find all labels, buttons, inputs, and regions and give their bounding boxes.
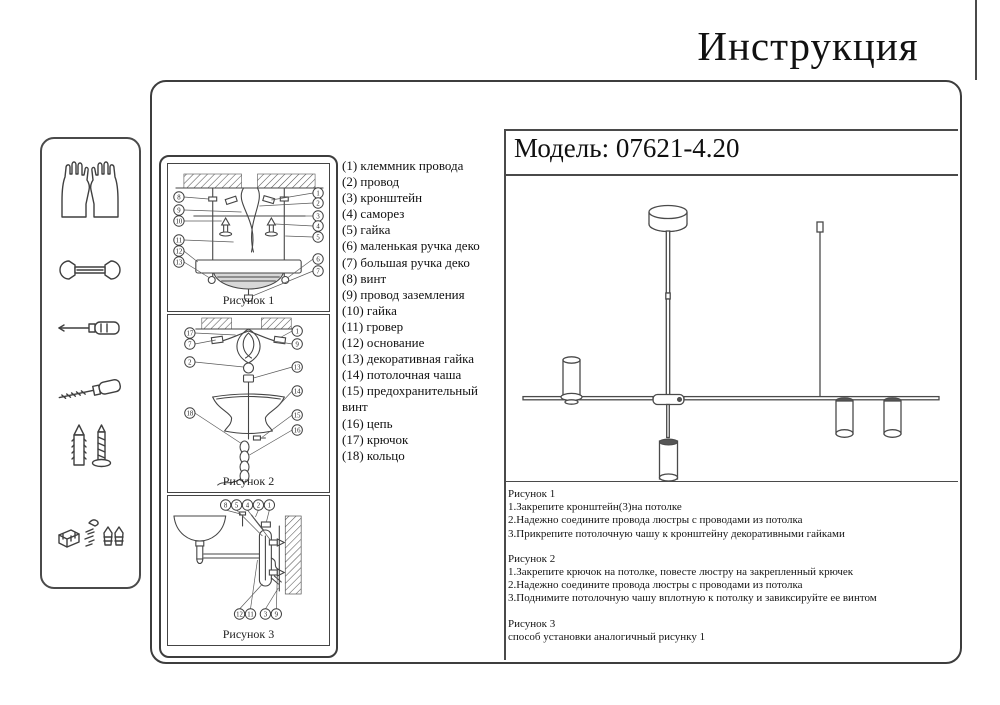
part-item: (8) винт	[342, 270, 387, 286]
callout-label: 7	[188, 341, 192, 348]
divider-model-bottom	[504, 174, 958, 176]
callout-label: 2	[257, 502, 261, 509]
callout-label: 9	[296, 341, 300, 348]
main-panel: 8 9 10 11 12 13 1 2 3 4 5 6 7 Рисунок 1	[150, 80, 962, 664]
figure-1: 8 9 10 11 12 13 1 2 3 4 5 6 7 Рисунок 1	[167, 163, 330, 312]
instruction-block-3: Рисунок 3 способ установки аналогичный р…	[508, 618, 954, 644]
part-item: (13) декоративная гайка	[342, 351, 475, 367]
instruction-step: 1.Закрепите крючок на потолке, повесте л…	[508, 566, 854, 579]
part-item: (18) кольцо	[342, 447, 405, 463]
part-item: (17) крючок	[342, 431, 409, 447]
figure-3-caption: Рисунок 3	[222, 627, 275, 641]
figure-1-art: 8 9 10 11 12 13 1 2 3 4 5 6 7	[173, 173, 324, 302]
callout-label: 5	[316, 234, 320, 241]
callout-label: 2	[188, 359, 192, 366]
figure-2-art: 17 7 2 18 1 9 13 14 15 16	[184, 317, 303, 486]
part-item: (7) большая ручка деко	[342, 254, 470, 270]
callout-label: 3	[316, 213, 320, 220]
part-item: (9) провод заземления	[342, 286, 465, 302]
callout-label: 1	[296, 328, 299, 335]
part-item: (3) кронштейн	[342, 190, 423, 206]
part-item: (16) цепь	[342, 415, 393, 431]
callout-label: 9	[177, 207, 181, 214]
callout-label: 6	[316, 256, 320, 263]
page-title: Инструкция	[697, 23, 919, 69]
model-label: Модель: 07621-4.20	[514, 133, 740, 163]
callout-label: 4	[316, 223, 320, 230]
figure-3: 8 5 4 2 1 12 11 3 9 Рисунок 3	[167, 495, 330, 646]
hardware-icon	[55, 497, 125, 559]
callout-label: 18	[186, 410, 193, 417]
divider-instructions-top	[504, 481, 958, 483]
callout-label: 8	[177, 194, 181, 201]
part-item: (10) гайка	[342, 302, 397, 318]
installation-instructions: Рисунок 1 1.Закрепите кронштейн(3)на пот…	[508, 488, 954, 656]
callout-label: 1	[316, 190, 319, 197]
part-item: (11) гровер	[342, 318, 404, 334]
anchor-screw-icon	[55, 419, 125, 481]
callout-label: 9	[275, 611, 279, 618]
instruction-block-1: Рисунок 1 1.Закрепите кронштейн(3)на пот…	[508, 488, 954, 541]
callout-label: 8	[224, 502, 228, 509]
instruction-heading: Рисунок 3	[508, 617, 556, 630]
divider-vertical	[504, 129, 506, 660]
instruction-step: способ установки аналогичный рисунку 1	[508, 630, 706, 643]
instruction-step: 2.Надежно соедините провода люстры с про…	[508, 579, 803, 592]
instruction-step: 1.Закрепите кронштейн(3)на потолке	[508, 501, 682, 514]
callout-label: 11	[176, 237, 182, 244]
parts-list: (1) клеммник провода (2) провод (3) крон…	[342, 158, 502, 464]
part-item: (2) провод	[342, 174, 400, 190]
divider-model-top	[504, 129, 958, 131]
callout-label: 2	[316, 200, 320, 207]
callout-label: 16	[294, 427, 301, 434]
part-item: (12) основание	[342, 335, 425, 351]
callout-label: 4	[246, 502, 250, 509]
figures-column: 8 9 10 11 12 13 1 2 3 4 5 6 7 Рисунок 1	[159, 155, 338, 658]
instruction-step: 3.Поднимите потолочную чашу вплотную к п…	[508, 592, 877, 605]
callout-label: 12	[236, 611, 243, 618]
part-item: (4) саморез	[342, 206, 405, 222]
gloves-icon	[55, 159, 125, 221]
callout-label: 13	[294, 364, 301, 371]
page-edge-line	[975, 0, 977, 80]
figure-2: 17 7 2 18 1 9 13 14 15 16 Рисунок 2	[167, 314, 330, 493]
instruction-step: 3.Прикрепите потолочную чашу к кронштейн…	[508, 527, 845, 540]
figure-1-caption: Рисунок 1	[222, 293, 275, 307]
awl-icon	[55, 357, 125, 419]
callout-label: 17	[186, 330, 193, 337]
callout-label: 7	[316, 268, 320, 275]
chandelier-diagram	[522, 204, 940, 481]
screwdriver-icon	[55, 297, 125, 359]
wrench-icon	[55, 239, 125, 301]
tools-sidebar	[40, 137, 141, 589]
instruction-heading: Рисунок 2	[508, 552, 556, 565]
callout-label: 1	[268, 502, 271, 509]
callout-label: 13	[176, 259, 183, 266]
part-item: (1) клеммник провода	[342, 158, 464, 173]
part-item: (6) маленькая ручка деко	[342, 238, 480, 254]
part-item: (5) гайка	[342, 222, 391, 238]
callout-label: 3	[264, 611, 268, 618]
callout-label: 5	[235, 502, 239, 509]
figure-2-caption: Рисунок 2	[222, 474, 275, 488]
instruction-block-2: Рисунок 2 1.Закрепите крючок на потолке,…	[508, 553, 954, 606]
callout-label: 12	[176, 248, 183, 255]
instruction-heading: Рисунок 1	[508, 488, 556, 500]
part-item: (15) предохранительный винт	[342, 383, 478, 415]
callout-label: 10	[176, 218, 183, 225]
part-item: (14) потолочная чаша	[342, 367, 462, 383]
instruction-step: 2.Надежно соедините провода люстры с про…	[508, 514, 803, 527]
callout-label: 15	[294, 412, 301, 419]
callout-label: 14	[294, 388, 301, 395]
figure-3-art: 8 5 4 2 1 12 11 3 9	[173, 499, 302, 620]
callout-label: 11	[247, 611, 253, 618]
